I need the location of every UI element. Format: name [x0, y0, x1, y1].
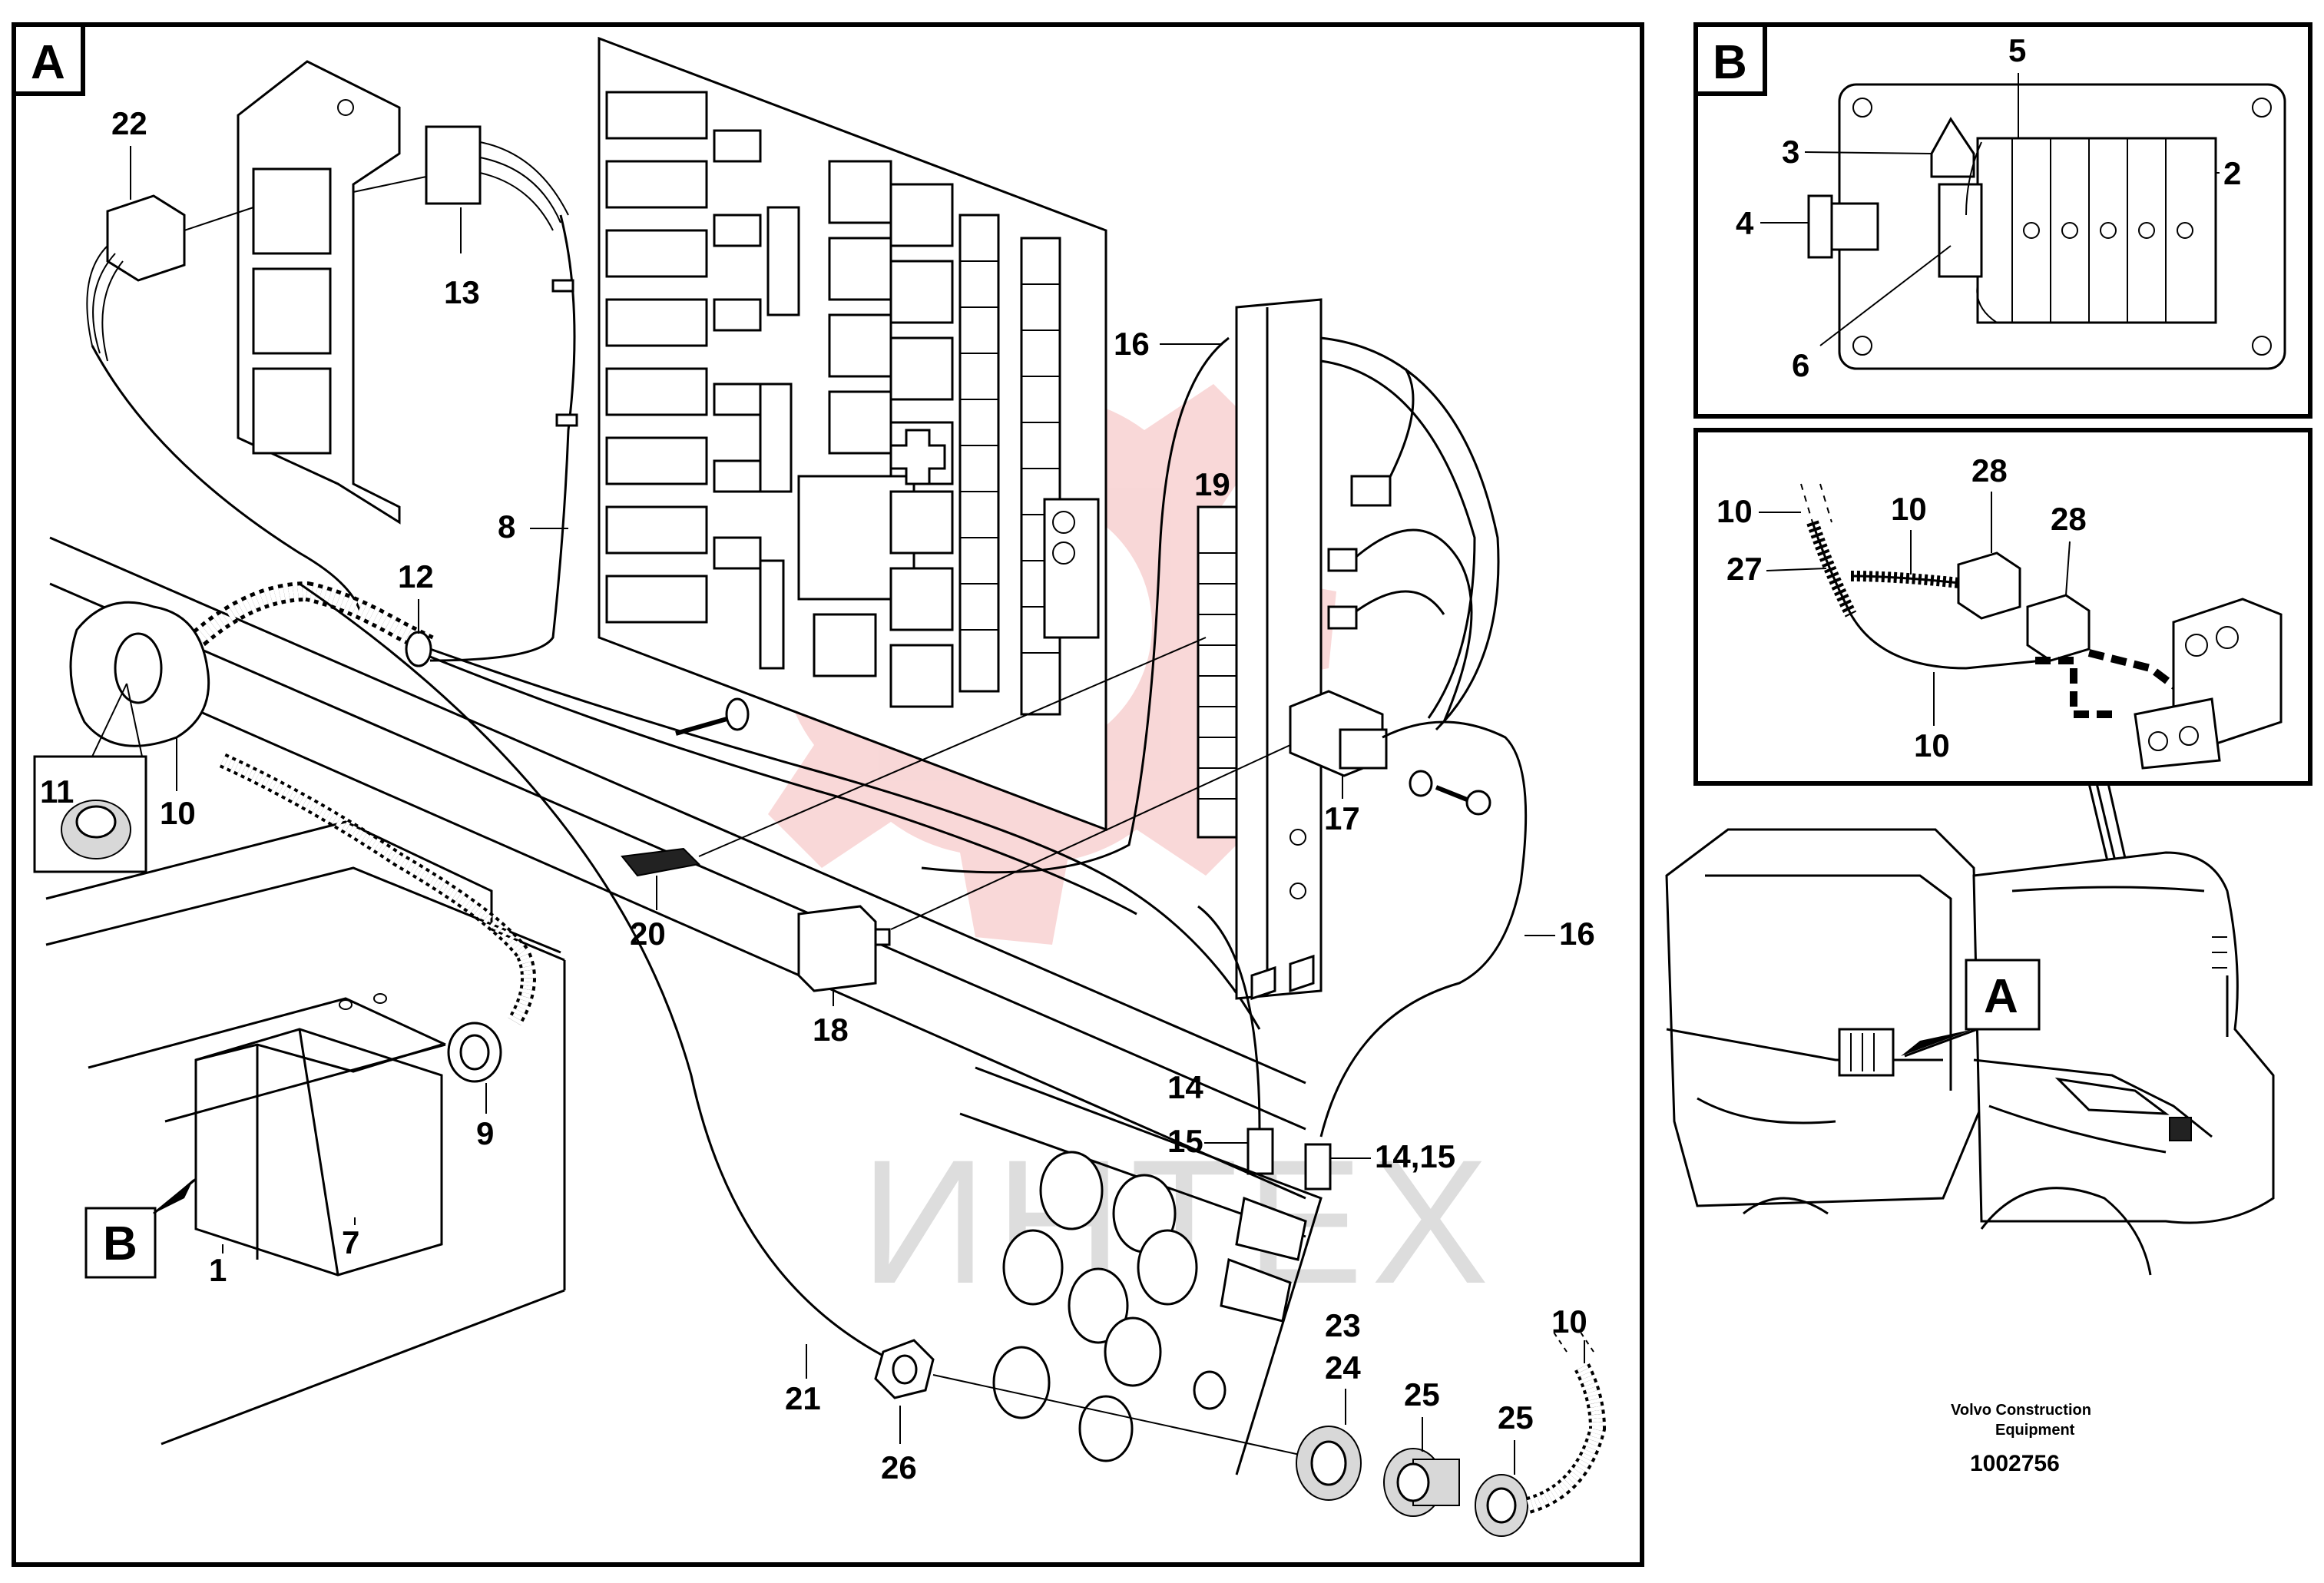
callout-b-4: 4 [1736, 205, 1754, 241]
fitting-25-a [1383, 1448, 1460, 1517]
callout-d-10-b: 10 [1891, 491, 1927, 527]
callout-b-5: 5 [2008, 32, 2026, 68]
panel-b-tag-box [1693, 22, 1767, 96]
callout-d-10-a: 10 [1717, 493, 1753, 529]
callout-b-3: 3 [1782, 134, 1799, 170]
callout-b-6: 6 [1792, 347, 1809, 383]
fitting-25-b [1475, 1474, 1528, 1537]
callout-12: 12 [398, 558, 434, 594]
callout-b-2: 2 [2223, 155, 2241, 191]
nut-26 [874, 1339, 935, 1399]
callout-d-28-b: 28 [2051, 501, 2087, 537]
callout-16-top: 16 [1114, 326, 1150, 362]
panel-a-tag: A [31, 36, 65, 89]
callout-14-15: 14,15 [1375, 1138, 1455, 1174]
gland-9 [219, 753, 536, 1083]
panel-a-tag-box [12, 22, 85, 96]
callout-1: 1 [209, 1252, 227, 1288]
callout-d-27: 27 [1726, 551, 1763, 587]
credit-company-line2: Equipment [1995, 1422, 2075, 1439]
panel-b-reference: B [103, 1217, 137, 1270]
callout-18: 18 [813, 1012, 849, 1048]
control-box [45, 820, 566, 1446]
callout-d-10-c: 10 [1914, 727, 1950, 763]
callout-21: 21 [785, 1380, 821, 1416]
callout-d-28-a: 28 [1971, 452, 2008, 488]
screw-right [1409, 770, 1491, 816]
pigtail-connectors [1327, 368, 1473, 723]
connector-22 [86, 194, 186, 362]
grommet-blob [69, 601, 210, 747]
connector-15 [1246, 1128, 1274, 1175]
callout-9: 9 [476, 1115, 494, 1151]
bulkhead-plate [959, 1066, 1323, 1475]
hose-10-bottom [1525, 1328, 1607, 1514]
callout-19: 19 [1194, 466, 1230, 502]
connector-detail [1800, 483, 2283, 770]
fitting-24 [1296, 1426, 1362, 1501]
callout-26: 26 [881, 1449, 917, 1485]
fuse-20 [621, 847, 701, 877]
vertical-rail [1235, 298, 1323, 1001]
callout-24: 24 [1325, 1350, 1361, 1386]
callout-25-a: 25 [1404, 1376, 1440, 1412]
callout-17: 17 [1324, 800, 1360, 836]
callout-7: 7 [342, 1224, 359, 1260]
panel-b-reference-box [84, 1207, 157, 1279]
bracket [237, 60, 401, 525]
connector-13 [425, 125, 569, 231]
callout-11: 11 [40, 773, 74, 810]
callout-23: 23 [1325, 1307, 1361, 1343]
relay-18 [797, 905, 891, 992]
callout-15: 15 [1167, 1123, 1203, 1159]
callout-14: 14 [1167, 1069, 1203, 1105]
callout-20: 20 [630, 916, 666, 952]
callout-16-right: 16 [1559, 916, 1595, 952]
circuit-board [598, 36, 1107, 832]
junction-box [1807, 83, 2286, 370]
connector-14-15 [1304, 1143, 1332, 1191]
screw-left [675, 697, 750, 736]
callout-10-bottom: 10 [1551, 1303, 1587, 1340]
callout-13: 13 [444, 274, 480, 310]
machine-illustration [1665, 783, 2275, 1276]
machine-a-reference-box [1965, 959, 2041, 1031]
drawing-number: 1002756 [1970, 1451, 2060, 1476]
terminal-strip-19 [1197, 505, 1238, 839]
panel-b-tag: B [1713, 36, 1747, 89]
callout-22: 22 [111, 105, 147, 141]
callout-8: 8 [498, 508, 515, 545]
credit-company: Volvo Construction [1951, 1402, 2091, 1419]
callout-10-left: 10 [160, 795, 196, 831]
holder-17 [1289, 690, 1528, 1138]
panel-b-frame [1693, 22, 2312, 419]
callout-25-b: 25 [1498, 1399, 1534, 1436]
connector-detail-frame [1693, 428, 2312, 786]
panel-a-frame [12, 22, 1644, 1567]
connector-12 [405, 631, 1261, 1030]
machine-a-reference: A [1984, 970, 2018, 1023]
